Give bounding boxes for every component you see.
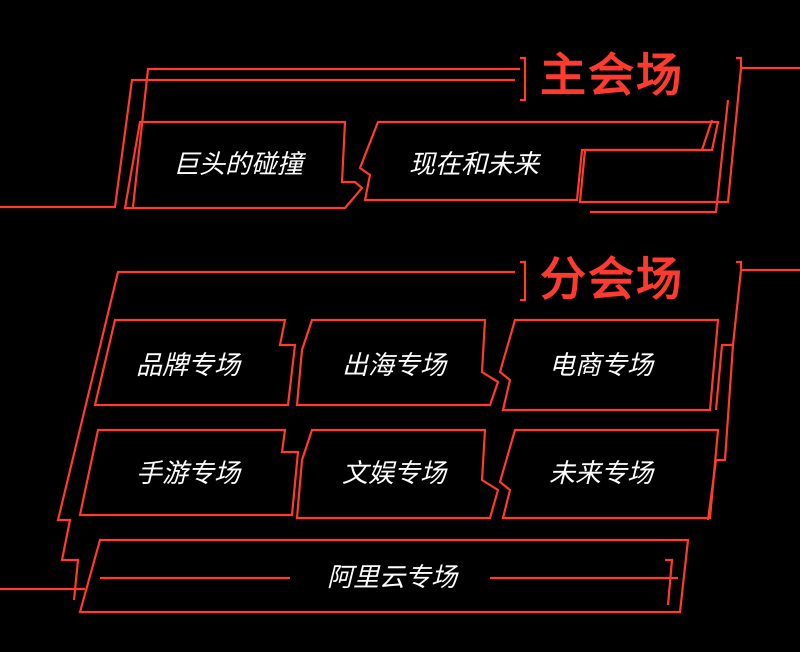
session-card-frame-1: [123, 120, 364, 210]
session-card-frame-9: [78, 538, 690, 614]
session-card-frame-6: [78, 428, 300, 517]
session-label-main-1[interactable]: 巨头的碰撞: [172, 150, 304, 180]
session-card-frame-3: [93, 318, 297, 407]
bottom-line-left: [0, 576, 290, 591]
session-label-sub-3[interactable]: 电商专场: [548, 351, 654, 381]
session-card-frame-8: [498, 428, 720, 520]
session-card-frame-4: [295, 318, 500, 407]
session-label-sub-6[interactable]: 未来专场: [548, 459, 654, 489]
session-label-sub-5[interactable]: 文娱专场: [341, 459, 447, 489]
session-label-main-2[interactable]: 现在和未来: [408, 150, 540, 180]
session-card-frame-7: [295, 428, 500, 520]
sub-frame-outer: [56, 260, 527, 601]
sub-frame-right: [706, 260, 800, 521]
sub-section-heading: 分会场: [540, 252, 684, 306]
session-label-sub-2[interactable]: 出海专场: [341, 351, 447, 381]
main-section-heading: 主会场: [540, 48, 684, 102]
session-card-frame-2: [358, 120, 720, 202]
session-card-frame-5: [498, 318, 720, 412]
main-frame-bracket: [520, 56, 527, 102]
bottom-line-right: [490, 558, 678, 606]
main-frame-right: [578, 56, 800, 214]
main-frame-outer: [0, 67, 520, 209]
session-label-sub-4[interactable]: 手游专场: [135, 459, 241, 489]
session-label-sub-7[interactable]: 阿里云专场: [326, 563, 458, 593]
session-label-sub-1[interactable]: 品牌专场: [135, 351, 241, 381]
